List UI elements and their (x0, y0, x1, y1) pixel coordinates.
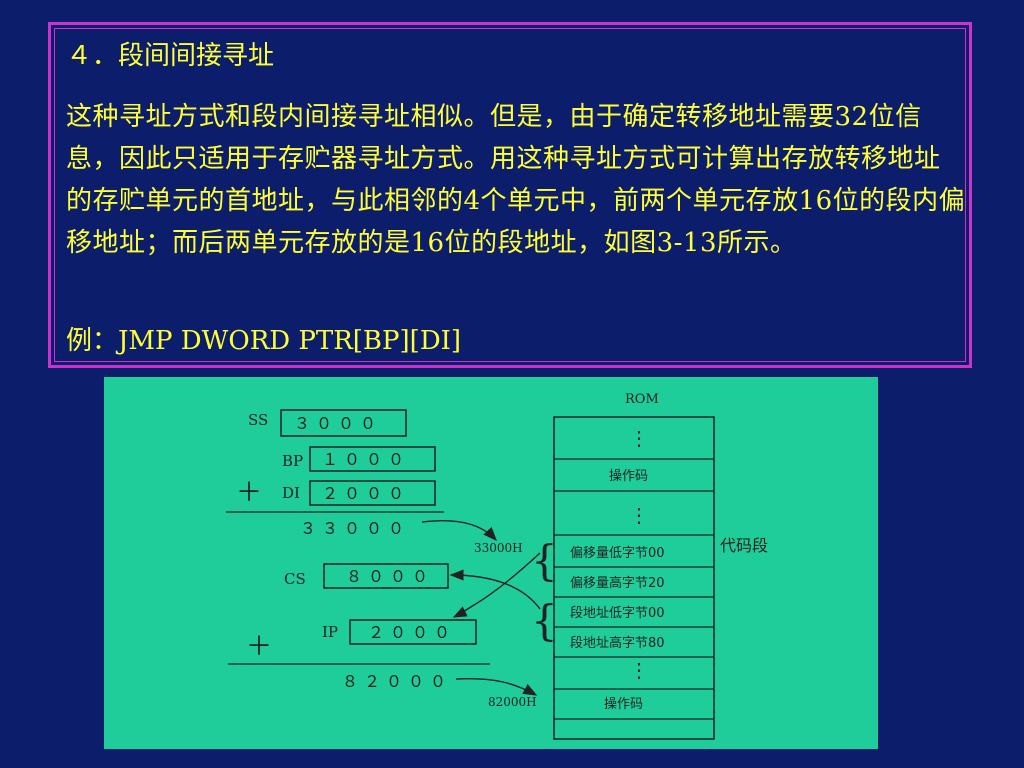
memory-cell-offset-low: 偏移量低字节00 (570, 546, 665, 561)
ip-register-box (349, 619, 477, 645)
ss-value: ３０００ (294, 414, 382, 433)
memory-ellipsis-1: ⋮ (629, 426, 649, 450)
section-heading: ４．段间间接寻址 (66, 41, 275, 71)
address-82000h: 82000H (488, 695, 537, 709)
bp-value: １０００ (322, 450, 410, 469)
rom-label: ROM (625, 392, 659, 407)
code-segment-label: 代码段 (720, 536, 768, 555)
memory-cell-offset-high: 偏移量高字节20 (570, 575, 665, 591)
brace-offset: { (531, 536, 558, 585)
ss-register-box (280, 409, 407, 437)
sum-value-2: ８２０００ (342, 672, 452, 691)
cs-register-box (323, 563, 449, 589)
memory-cell-opcode-top: 操作码 (609, 468, 648, 484)
memory-column (553, 416, 715, 740)
cs-label: CS (284, 570, 306, 588)
addressing-diagram: SS ３０００ BP １０００ DI ２０００ ＋ ３３０００ CS ８０００ … (104, 377, 878, 749)
ss-label: SS (248, 411, 268, 429)
arrow-to-ip (452, 552, 541, 618)
example-instruction: 例：JMP DWORD PTR[BP][DI] (66, 326, 462, 356)
memory-ellipsis-2: ⋮ (629, 503, 649, 527)
memory-cell-segment-low: 段地址低字节00 (570, 606, 665, 621)
diagram-canvas: SS ３０００ BP １０００ DI ２０００ ＋ ３３０００ CS ８０００ … (226, 392, 768, 740)
ip-label: IP (322, 623, 338, 641)
memory-cell-opcode-bottom: 操作码 (604, 696, 643, 712)
plus-sign-2: ＋ (246, 632, 272, 662)
di-label: DI (282, 484, 300, 502)
bp-register-box (309, 446, 436, 472)
text-frame (48, 22, 972, 368)
description-paragraph: 这种寻址方式和段内间接寻址相似。但是，由于确定转移地址需要32位信息，因此只适用… (66, 102, 966, 258)
sum-value-1: ３３０００ (300, 519, 410, 538)
memory-cell-segment-high: 段地址高字节80 (570, 635, 665, 651)
plus-sign-1: ＋ (236, 478, 262, 508)
di-register-box (309, 480, 436, 506)
memory-ellipsis-3: ⋮ (629, 658, 649, 682)
arrow-to-33000h (421, 520, 497, 542)
arrow-to-cs (449, 569, 541, 610)
arrow-to-82000h (455, 677, 538, 696)
bp-label: BP (282, 452, 303, 470)
cs-value: ８０００ (346, 567, 434, 586)
address-33000h: 33000H (474, 541, 523, 555)
di-value: ２０００ (322, 484, 410, 503)
ip-value: ２０００ (368, 623, 456, 642)
